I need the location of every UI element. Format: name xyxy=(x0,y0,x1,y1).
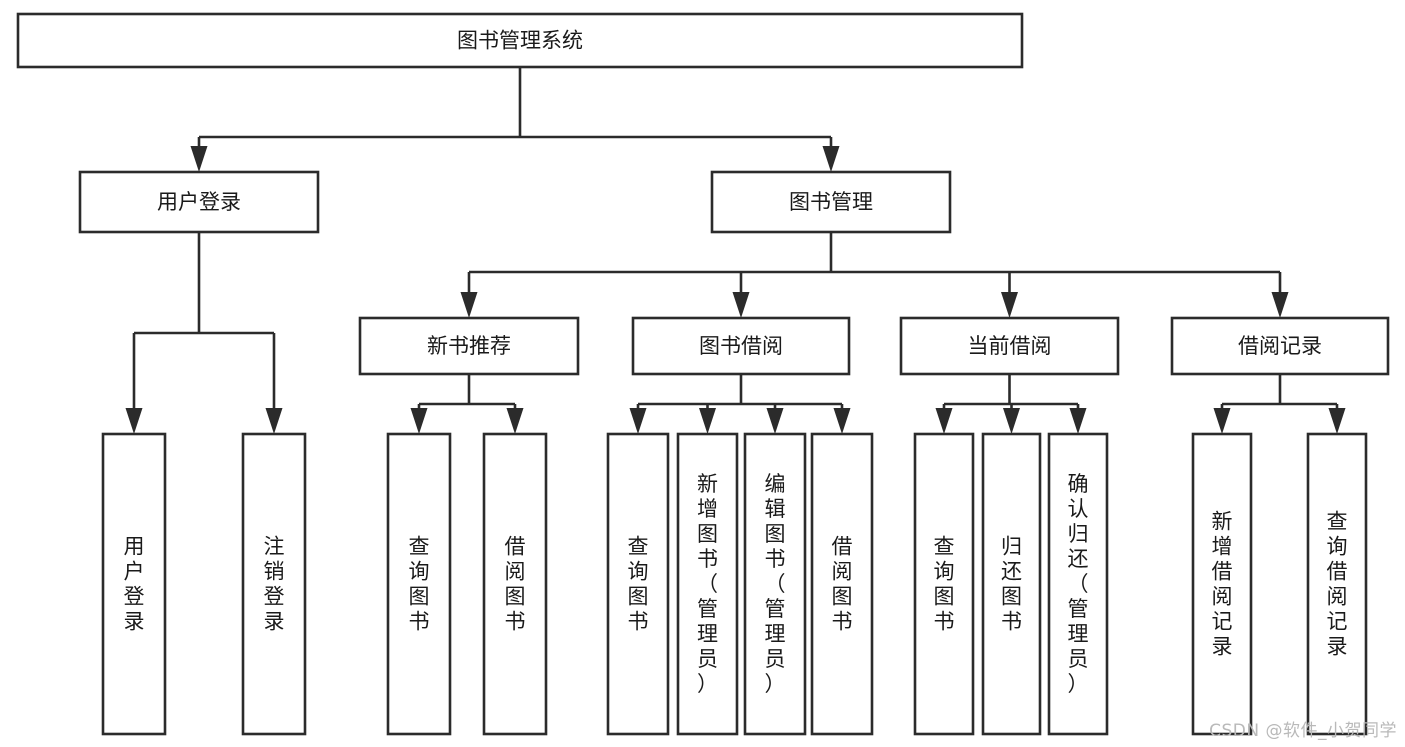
node-label: 新增图书（管理员） xyxy=(697,472,718,696)
connector-group-root xyxy=(190,67,840,172)
node-label: 图书管理系统 xyxy=(457,29,583,53)
node-leaf-cb-query[interactable]: 查询图书 xyxy=(913,432,975,736)
node-box[interactable] xyxy=(606,432,670,736)
arrow-head-icon xyxy=(766,408,784,434)
node-box[interactable] xyxy=(1191,432,1253,736)
node-leaf-bb-query[interactable]: 查询图书 xyxy=(606,432,670,736)
node-label: 用户登录 xyxy=(157,190,241,214)
node-leaf-user-login[interactable]: 用户登录 xyxy=(101,432,167,736)
node-leaf-bb-borrow[interactable]: 借阅图书 xyxy=(810,432,874,736)
arrow-head-icon xyxy=(1271,292,1289,318)
arrow-head-icon xyxy=(1213,408,1231,434)
connector-layer xyxy=(125,67,1346,434)
node-box[interactable] xyxy=(981,432,1042,736)
arrow-head-icon xyxy=(506,408,524,434)
arrow-head-icon xyxy=(1069,408,1087,434)
connector-group-book-borrow xyxy=(629,374,851,434)
node-current-borrow[interactable]: 当前借阅 xyxy=(899,316,1120,376)
node-leaf-bb-edit[interactable]: 编辑图书（管理员） xyxy=(743,432,807,736)
arrow-head-icon xyxy=(935,408,953,434)
node-label: 图书借阅 xyxy=(699,334,783,358)
node-box[interactable] xyxy=(899,316,1120,376)
node-book-manage[interactable]: 图书管理 xyxy=(710,170,952,234)
node-leaf-rec-query[interactable]: 查询图书 xyxy=(386,432,452,736)
arrow-head-icon xyxy=(732,292,750,318)
node-label: 查询图书 xyxy=(409,535,430,634)
node-label: 借阅图书 xyxy=(832,535,853,634)
node-borrow-record[interactable]: 借阅记录 xyxy=(1170,316,1390,376)
node-label: 归还图书 xyxy=(1001,535,1022,634)
node-label: 当前借阅 xyxy=(968,334,1052,358)
arrow-head-icon xyxy=(410,408,428,434)
arrow-head-icon xyxy=(460,292,478,318)
node-box[interactable] xyxy=(16,12,1024,69)
node-label: 确认归还（管理员） xyxy=(1068,472,1089,696)
node-root[interactable]: 图书管理系统 xyxy=(16,12,1024,69)
node-new-book-rec[interactable]: 新书推荐 xyxy=(358,316,580,376)
node-label: 借阅图书 xyxy=(505,535,526,634)
connector-group-borrow-record xyxy=(1213,374,1346,434)
node-box[interactable] xyxy=(631,316,851,376)
node-leaf-br-add[interactable]: 新增借阅记录 xyxy=(1191,432,1253,736)
connector-group-current-borrow xyxy=(935,374,1087,434)
node-leaf-logout[interactable]: 注销登录 xyxy=(241,432,307,736)
node-label: 图书管理 xyxy=(789,190,873,214)
arrow-head-icon xyxy=(1003,408,1020,434)
node-label: 新增借阅记录 xyxy=(1212,510,1233,659)
node-box[interactable] xyxy=(386,432,452,736)
node-box[interactable] xyxy=(482,432,548,736)
node-box[interactable] xyxy=(743,432,807,736)
node-leaf-bb-add[interactable]: 新增图书（管理员） xyxy=(676,432,739,736)
node-leaf-cb-return[interactable]: 归还图书 xyxy=(981,432,1042,736)
arrow-head-icon xyxy=(833,408,851,434)
node-book-borrow[interactable]: 图书借阅 xyxy=(631,316,851,376)
node-label: 查询图书 xyxy=(934,535,955,634)
node-box[interactable] xyxy=(1170,316,1390,376)
node-label: 编辑图书（管理员） xyxy=(765,472,786,696)
node-box[interactable] xyxy=(676,432,739,736)
arrow-head-icon xyxy=(1001,292,1018,318)
arrow-head-icon xyxy=(125,408,143,434)
node-label: 借阅记录 xyxy=(1238,334,1322,358)
connector-group-user-login xyxy=(125,232,283,434)
node-box[interactable] xyxy=(358,316,580,376)
arrow-head-icon xyxy=(629,408,647,434)
node-label: 查询图书 xyxy=(628,535,649,634)
node-label: 查询借阅记录 xyxy=(1327,510,1348,659)
arrow-head-icon xyxy=(265,408,283,434)
arrow-head-icon xyxy=(822,146,840,172)
connector-group-new-book-rec xyxy=(410,374,524,434)
arrow-head-icon xyxy=(190,146,208,172)
node-user-login[interactable]: 用户登录 xyxy=(78,170,320,234)
node-leaf-br-query[interactable]: 查询借阅记录 xyxy=(1306,432,1368,736)
node-label: 用户登录 xyxy=(124,535,145,634)
node-layer: 图书管理系统用户登录图书管理新书推荐图书借阅当前借阅借阅记录用户登录注销登录查询… xyxy=(16,12,1390,736)
node-box[interactable] xyxy=(241,432,307,736)
node-box[interactable] xyxy=(810,432,874,736)
node-leaf-cb-confirm[interactable]: 确认归还（管理员） xyxy=(1047,432,1109,736)
node-box[interactable] xyxy=(1047,432,1109,736)
node-leaf-rec-borrow[interactable]: 借阅图书 xyxy=(482,432,548,736)
node-box[interactable] xyxy=(101,432,167,736)
node-box[interactable] xyxy=(913,432,975,736)
node-box[interactable] xyxy=(1306,432,1368,736)
arrow-head-icon xyxy=(699,408,716,434)
connector-group-book-manage xyxy=(460,232,1289,318)
node-label: 新书推荐 xyxy=(427,334,511,358)
node-box[interactable] xyxy=(710,170,952,234)
node-label: 注销登录 xyxy=(264,535,285,634)
node-box[interactable] xyxy=(78,170,320,234)
arrow-head-icon xyxy=(1328,408,1346,434)
